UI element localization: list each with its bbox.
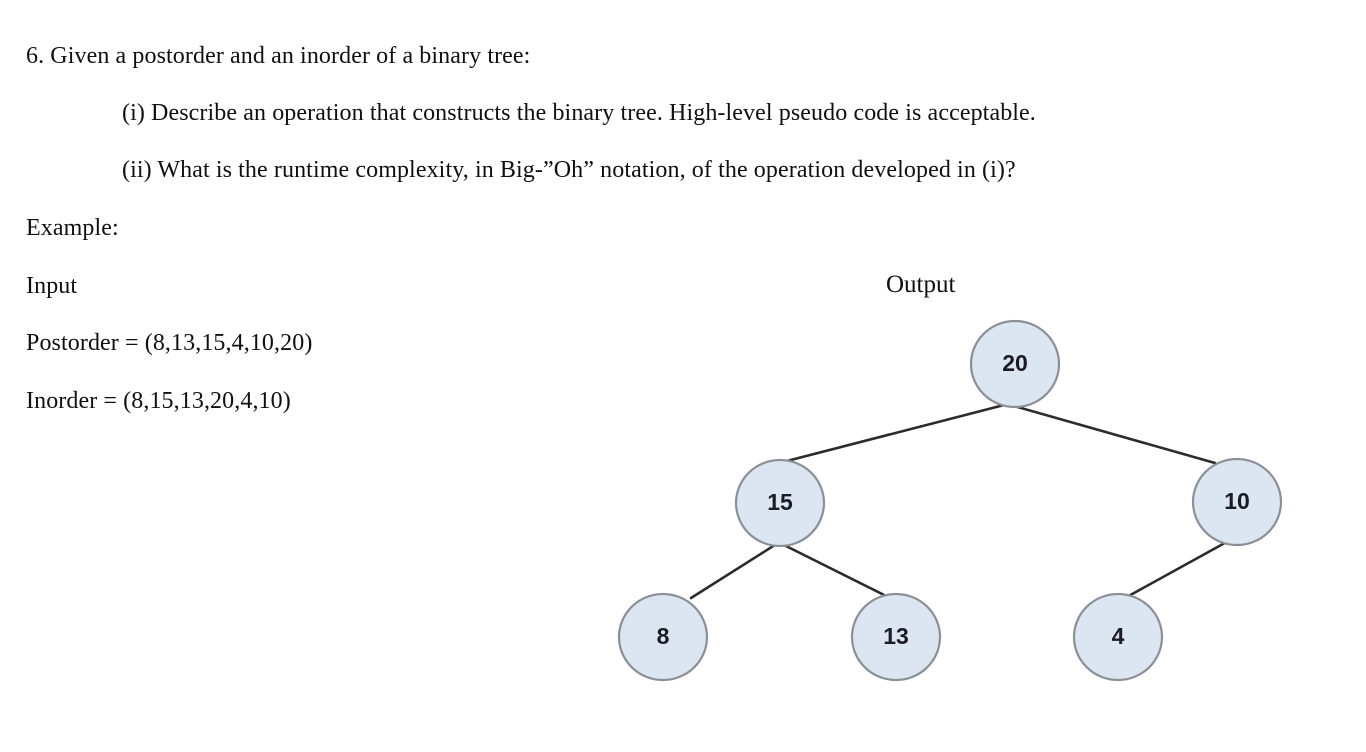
tree-node-20[interactable]: 20: [969, 319, 1061, 409]
tree-edge-n10-n4: [1123, 537, 1234, 600]
tree-node-circle-20: [969, 319, 1061, 409]
tree-node-circle-8: [617, 592, 709, 682]
tree-node-layer: 20 15 10 8 13 4: [617, 319, 1283, 682]
question-6-part-ii: (ii) What is the runtime complexity, in …: [122, 157, 1016, 183]
tree-node-4[interactable]: 4: [1072, 592, 1164, 682]
tree-node-13[interactable]: 13: [850, 592, 942, 682]
binary-tree-diagram: 20 15 10 8 13 4: [590, 300, 1300, 700]
question-6-part-i: (i) Describe an operation that construct…: [122, 100, 1036, 126]
tree-node-15[interactable]: 15: [734, 458, 826, 548]
tree-edge-n20-n15: [781, 403, 1006, 464]
output-label: Output: [886, 271, 956, 298]
tree-node-label-15: 15: [767, 489, 793, 515]
tree-node-circle-10: [1191, 457, 1283, 547]
tree-edge-layer: [689, 402, 1234, 600]
input-label: Input: [26, 273, 78, 299]
tree-node-8[interactable]: 8: [617, 592, 709, 682]
tree-node-circle-15: [734, 458, 826, 548]
tree-node-label-10: 10: [1224, 488, 1250, 514]
inorder-sequence: Inorder = (8,15,13,20,4,10): [26, 388, 291, 414]
tree-node-label-20: 20: [1002, 350, 1028, 376]
postorder-sequence: Postorder = (8,13,15,4,10,20): [26, 330, 313, 356]
tree-node-label-13: 13: [883, 623, 909, 649]
tree-node-circle-4: [1072, 592, 1164, 682]
tree-node-circle-13: [850, 592, 942, 682]
question-6-prompt: 6. Given a postorder and an inorder of a…: [26, 43, 531, 69]
tree-edge-n20-n10: [1005, 402, 1217, 465]
tree-node-label-8: 8: [657, 623, 670, 649]
example-label: Example:: [26, 215, 119, 241]
tree-edge-n15-n13: [778, 541, 892, 600]
tree-node-10[interactable]: 10: [1191, 457, 1283, 547]
tree-edge-n15-n8: [689, 541, 780, 600]
tree-node-label-4: 4: [1112, 623, 1125, 649]
